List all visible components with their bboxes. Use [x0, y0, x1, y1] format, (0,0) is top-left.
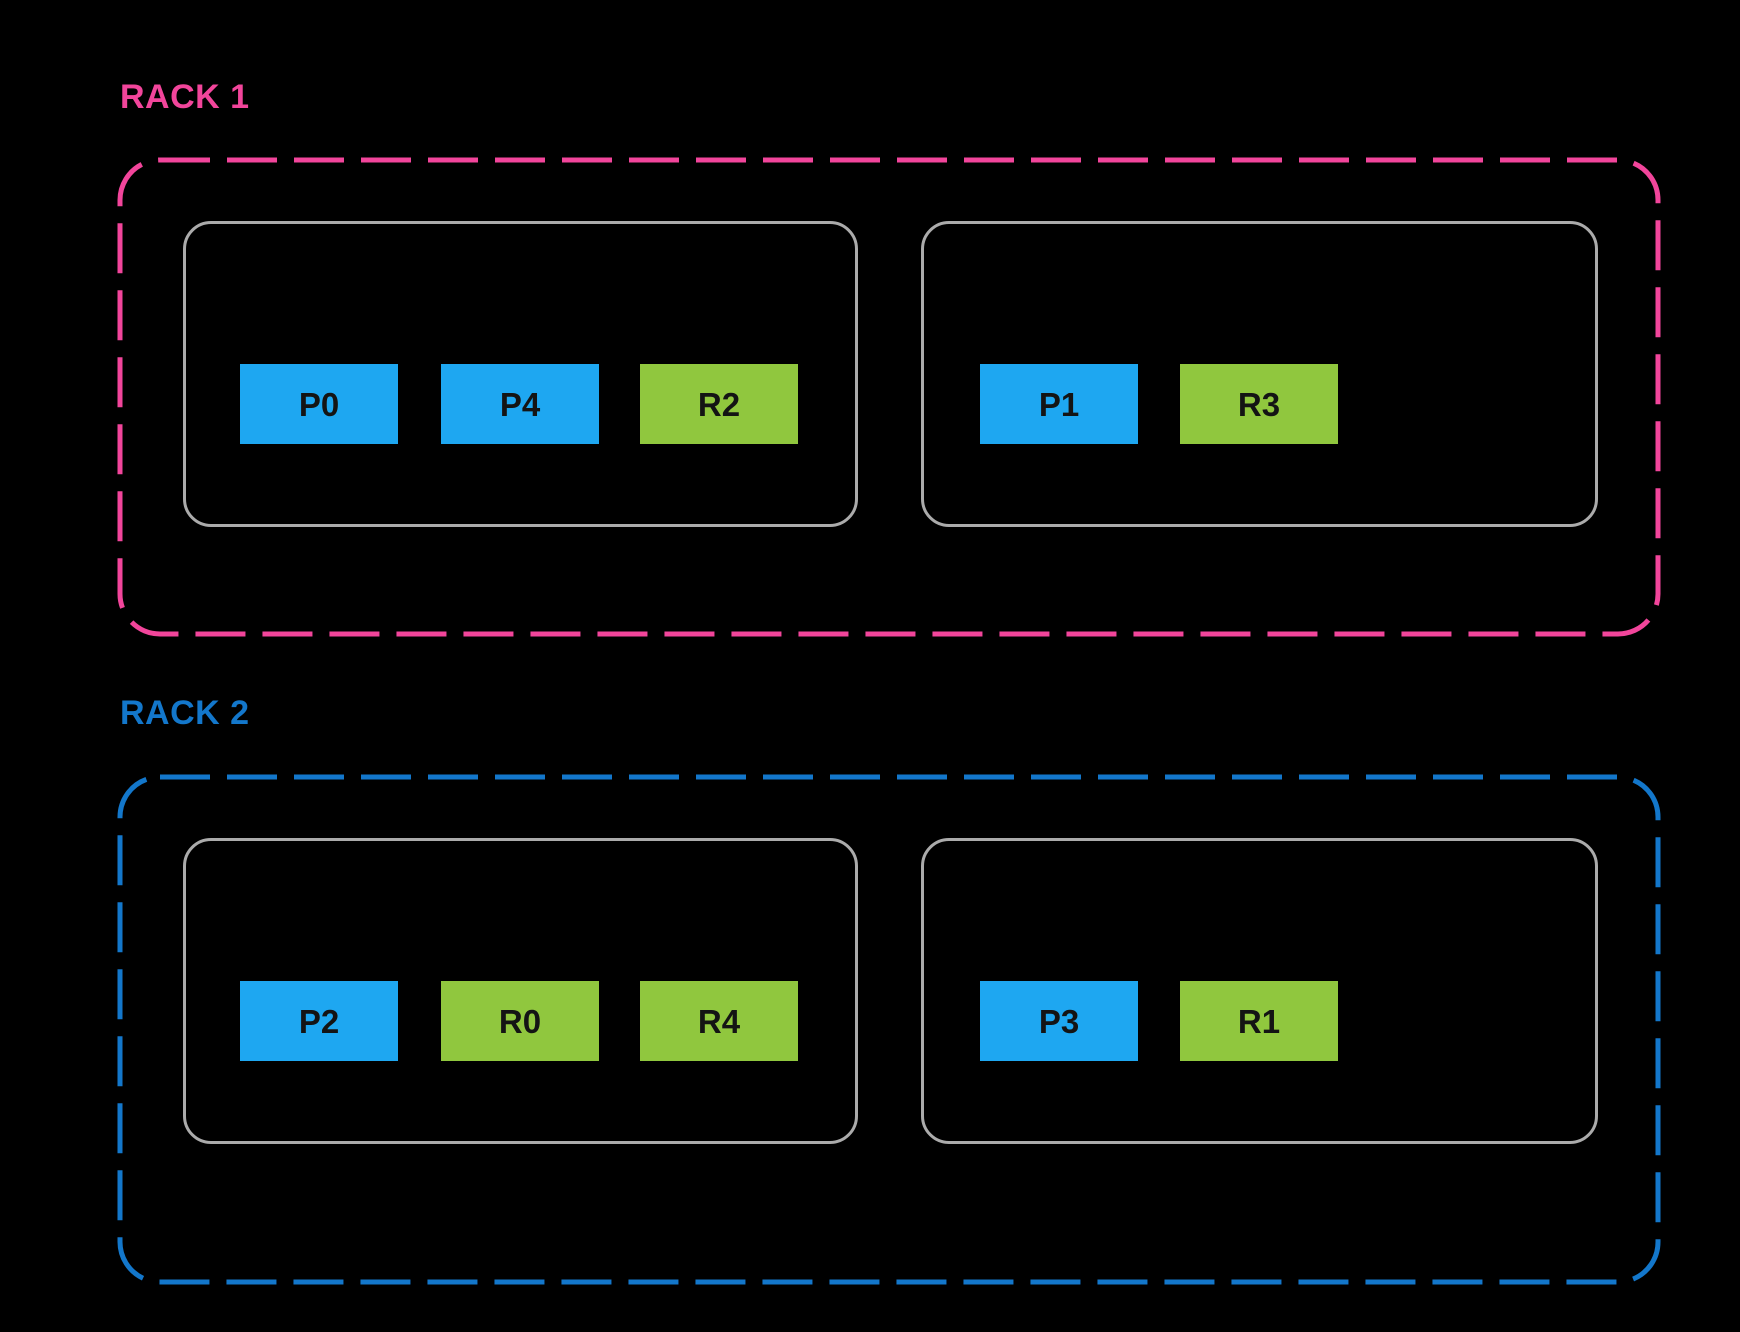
rack-1-label: RACK 1 — [120, 78, 250, 116]
partition-block-p1: P1 — [980, 364, 1138, 444]
rack-2-label: RACK 2 — [120, 694, 250, 732]
partition-block-r4: R4 — [640, 981, 798, 1061]
rack-1-node-2: P1 R3 — [921, 221, 1598, 527]
partition-block-label: P1 — [1038, 385, 1080, 423]
partition-block-label: P0 — [298, 385, 340, 423]
partition-block-label: P4 — [499, 385, 541, 423]
rack-2-node-1: P2 R0 R4 — [183, 838, 858, 1144]
rack-1-node-1: P0 P4 R2 — [183, 221, 858, 527]
partition-block-r3: R3 — [1180, 364, 1338, 444]
rack-2-node-2: P3 R1 — [921, 838, 1598, 1144]
partition-block-p3: P3 — [980, 981, 1138, 1061]
partition-block-p4: P4 — [441, 364, 599, 444]
partition-block-label: R0 — [498, 1002, 542, 1040]
partition-block-label: R2 — [697, 385, 741, 423]
partition-block-label: P2 — [298, 1002, 340, 1040]
partition-block-label: R4 — [697, 1002, 741, 1040]
rack-1-outline-rect — [117, 157, 1661, 637]
partition-block-r1: R1 — [1180, 981, 1338, 1061]
partition-block-p0: P0 — [240, 364, 398, 444]
rack-1-dashed-border — [117, 157, 1661, 637]
partition-block-p2: P2 — [240, 981, 398, 1061]
partition-block-label: R1 — [1237, 1002, 1281, 1040]
partition-block-r2: R2 — [640, 364, 798, 444]
partition-block-label: P3 — [1038, 1002, 1080, 1040]
partition-block-r0: R0 — [441, 981, 599, 1061]
partition-block-label: R3 — [1237, 385, 1281, 423]
